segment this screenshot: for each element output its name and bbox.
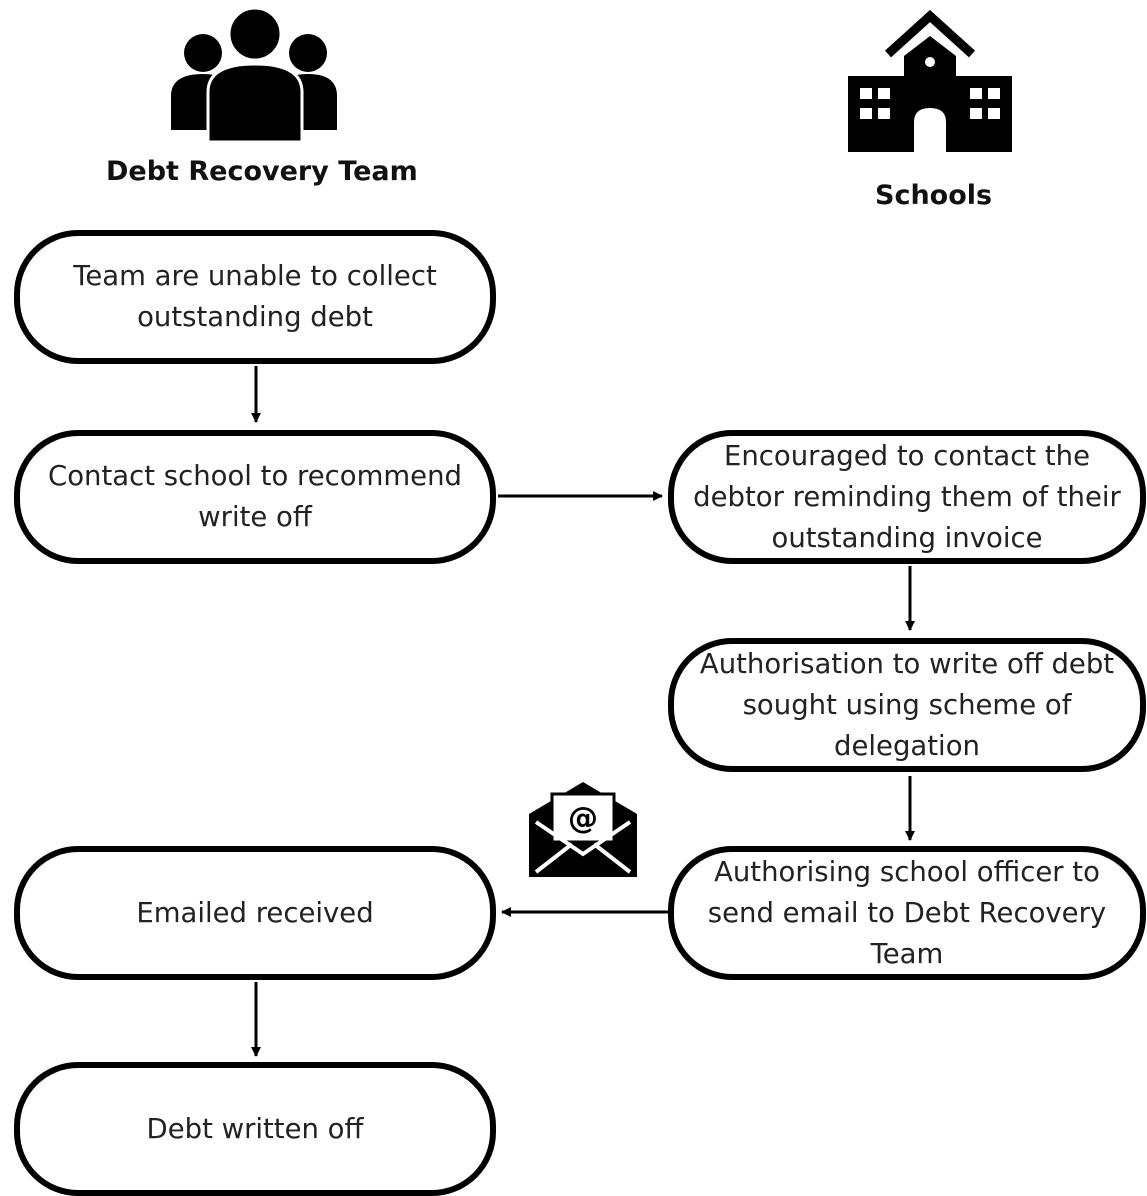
lane-header-debt-recovery-team: Debt Recovery Team	[106, 156, 418, 187]
node-text: Emailed received	[136, 896, 374, 929]
node-team-unable-to-collect: Team are unable to collect outstanding d…	[14, 230, 496, 364]
lane-header-schools: Schools	[875, 180, 993, 211]
people-group-icon	[171, 6, 337, 144]
school-building-icon	[848, 10, 1012, 152]
node-text: Team are unable to collect outstanding d…	[73, 260, 437, 333]
node-text: Authorisation to write off debt sought u…	[699, 647, 1115, 762]
node-email-received: Emailed received	[14, 846, 496, 980]
email-envelope-icon: @	[529, 782, 637, 877]
node-text: Authorising school officer to send email…	[707, 855, 1107, 970]
node-encouraged-to-contact: Encouraged to contact the debtor remindi…	[668, 430, 1146, 564]
node-authorisation-sought: Authorisation to write off debt sought u…	[668, 638, 1146, 772]
node-text: Debt written off	[146, 1112, 364, 1145]
node-debt-written-off: Debt written off	[14, 1062, 496, 1196]
svg-text:@: @	[568, 801, 598, 836]
node-text: Contact school to recommend write off	[48, 460, 462, 533]
node-contact-school: Contact school to recommend write off	[14, 430, 496, 564]
node-authorising-school-officer: Authorising school officer to send email…	[668, 846, 1146, 980]
node-text: Encouraged to contact the debtor remindi…	[693, 439, 1121, 554]
